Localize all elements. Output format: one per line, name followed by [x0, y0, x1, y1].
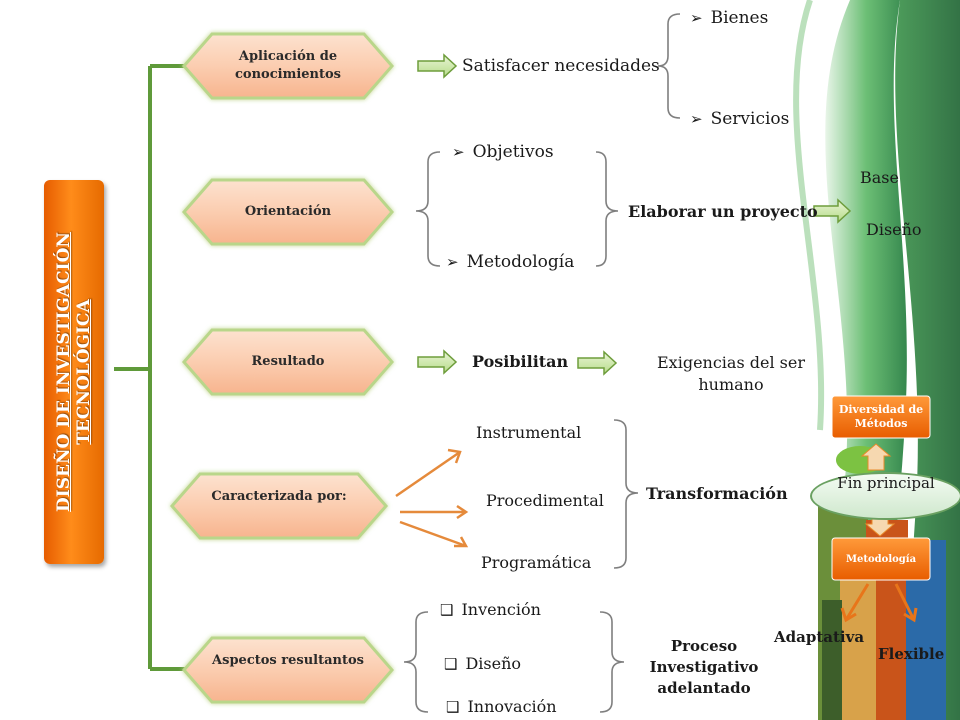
- hex-caracterizada: [170, 472, 388, 540]
- main-title-box: [44, 180, 104, 564]
- arrow-bullet-icon: ➢: [446, 253, 459, 271]
- arrow-row3b: [577, 350, 618, 376]
- row2-outcome: Diseño: [866, 220, 922, 239]
- hex-label-aplicacion: Aplicación de conocimientos: [235, 49, 341, 82]
- row2-outcome: Base: [860, 168, 899, 187]
- row5-item: ❑Invención: [440, 600, 541, 619]
- brackets: [403, 13, 681, 713]
- hex-label-orientacion: Orientación: [244, 204, 332, 219]
- side-top-box: [831, 395, 931, 439]
- hex-orientacion: [182, 178, 394, 246]
- hex-label-aspectos: Aspectos resultantos: [212, 653, 364, 668]
- hexagon-nodes: [170, 32, 394, 704]
- arrow-row1: [417, 53, 458, 79]
- row2-item: ➢Metodología: [446, 252, 575, 272]
- row3-result: Exigencias del ser humano: [657, 353, 805, 394]
- row3-middle: Posibilitan: [472, 352, 569, 371]
- side-diagram: [831, 395, 931, 623]
- hex-aspectos: [182, 636, 394, 704]
- side-center-label: Fin principal: [837, 474, 935, 492]
- side-left-label: Adaptativa: [774, 628, 865, 646]
- row5-result: Proceso Investigativo adelantado: [649, 637, 759, 697]
- hex-resultado: [182, 328, 394, 396]
- bracket-row2a: [415, 151, 441, 267]
- side-bottom-label: Metodología: [845, 554, 917, 565]
- hex-aplicacion: [182, 32, 394, 100]
- side-top-label: Diversidad de Métodos: [838, 403, 924, 430]
- side-center-cloud: [810, 472, 960, 520]
- row4-item: Instrumental: [476, 423, 582, 442]
- arrow-bullet-icon: ➢: [690, 9, 703, 27]
- row1-item: ➢Servicios: [690, 109, 790, 129]
- checkbox-bullet-icon: ❑: [440, 601, 454, 619]
- tree-connectors: [114, 64, 188, 671]
- arrow-bullet-icon: ➢: [452, 143, 465, 161]
- bracket-row4: [613, 419, 639, 569]
- hex-label-caracterizada: Caracterizada por:: [211, 489, 347, 504]
- main-title: DISEÑO DE INVESTIGACIÓN TECNOLÓGICA: [54, 232, 94, 512]
- block-arrows: [417, 53, 852, 376]
- side-bottom-box: [831, 537, 931, 581]
- bracket-row1: [657, 13, 681, 119]
- checkbox-bullet-icon: ❑: [444, 655, 458, 673]
- row2-result: Elaborar un proyecto: [628, 202, 818, 221]
- row4-item: Programática: [481, 553, 592, 572]
- arrow-bullet-icon: ➢: [690, 110, 703, 128]
- hex-label-resultado: Resultado: [251, 354, 325, 369]
- arrow-row2: [813, 198, 852, 224]
- row4-result: Transformación: [646, 484, 788, 503]
- row5-item: ❑Diseño: [444, 654, 522, 673]
- row4-item: Procedimental: [486, 491, 604, 510]
- row1-result: Satisfacer necesidades: [462, 56, 660, 76]
- orange-arrows: [395, 448, 469, 548]
- arrow-row3a: [417, 349, 458, 375]
- row1-item: ➢Bienes: [690, 8, 769, 28]
- bracket-row2b: [595, 151, 619, 267]
- side-right-label: Flexible: [878, 645, 945, 663]
- row5-item: ❑Innovación: [446, 697, 557, 716]
- bracket-row5b: [599, 611, 625, 713]
- row2-item: ➢Objetivos: [452, 142, 554, 162]
- bracket-row5a: [403, 611, 429, 713]
- checkbox-bullet-icon: ❑: [446, 698, 460, 716]
